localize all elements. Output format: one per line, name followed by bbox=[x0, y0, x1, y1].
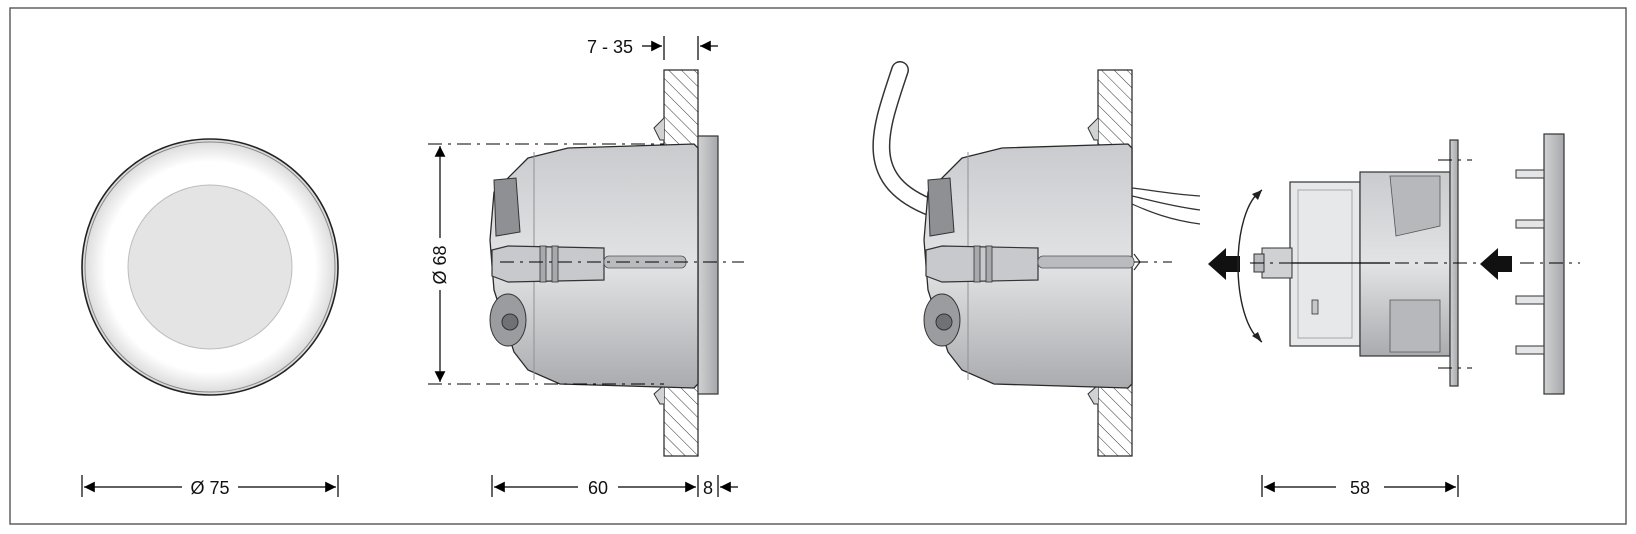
arrow-left-icon-2 bbox=[1480, 248, 1512, 280]
rotate-arrow-icon bbox=[1237, 189, 1263, 343]
wall-thickness-label: 7 - 35 bbox=[587, 37, 633, 57]
insert-depth-label: 58 bbox=[1350, 478, 1370, 498]
front-view: Ø 75 bbox=[81, 138, 339, 498]
cover-ring-view bbox=[1480, 133, 1580, 395]
module-driver bbox=[1289, 181, 1361, 347]
side-section-view: Ø 68 7 - 35 60 8 bbox=[428, 36, 744, 498]
front-diameter-label: Ø 75 bbox=[190, 478, 229, 498]
body-diameter-label: Ø 68 bbox=[430, 245, 450, 284]
arrow-left-icon bbox=[1208, 248, 1240, 280]
lamp-module-view: 58 bbox=[1208, 139, 1480, 498]
flange-depth-label: 8 bbox=[703, 478, 713, 498]
cover-ring bbox=[1543, 133, 1565, 395]
body-depth-label: 60 bbox=[588, 478, 608, 498]
drawing-frame bbox=[9, 7, 1627, 525]
front-flange bbox=[697, 135, 719, 395]
front-lens bbox=[127, 184, 293, 350]
installed-housing-view bbox=[872, 61, 1201, 457]
